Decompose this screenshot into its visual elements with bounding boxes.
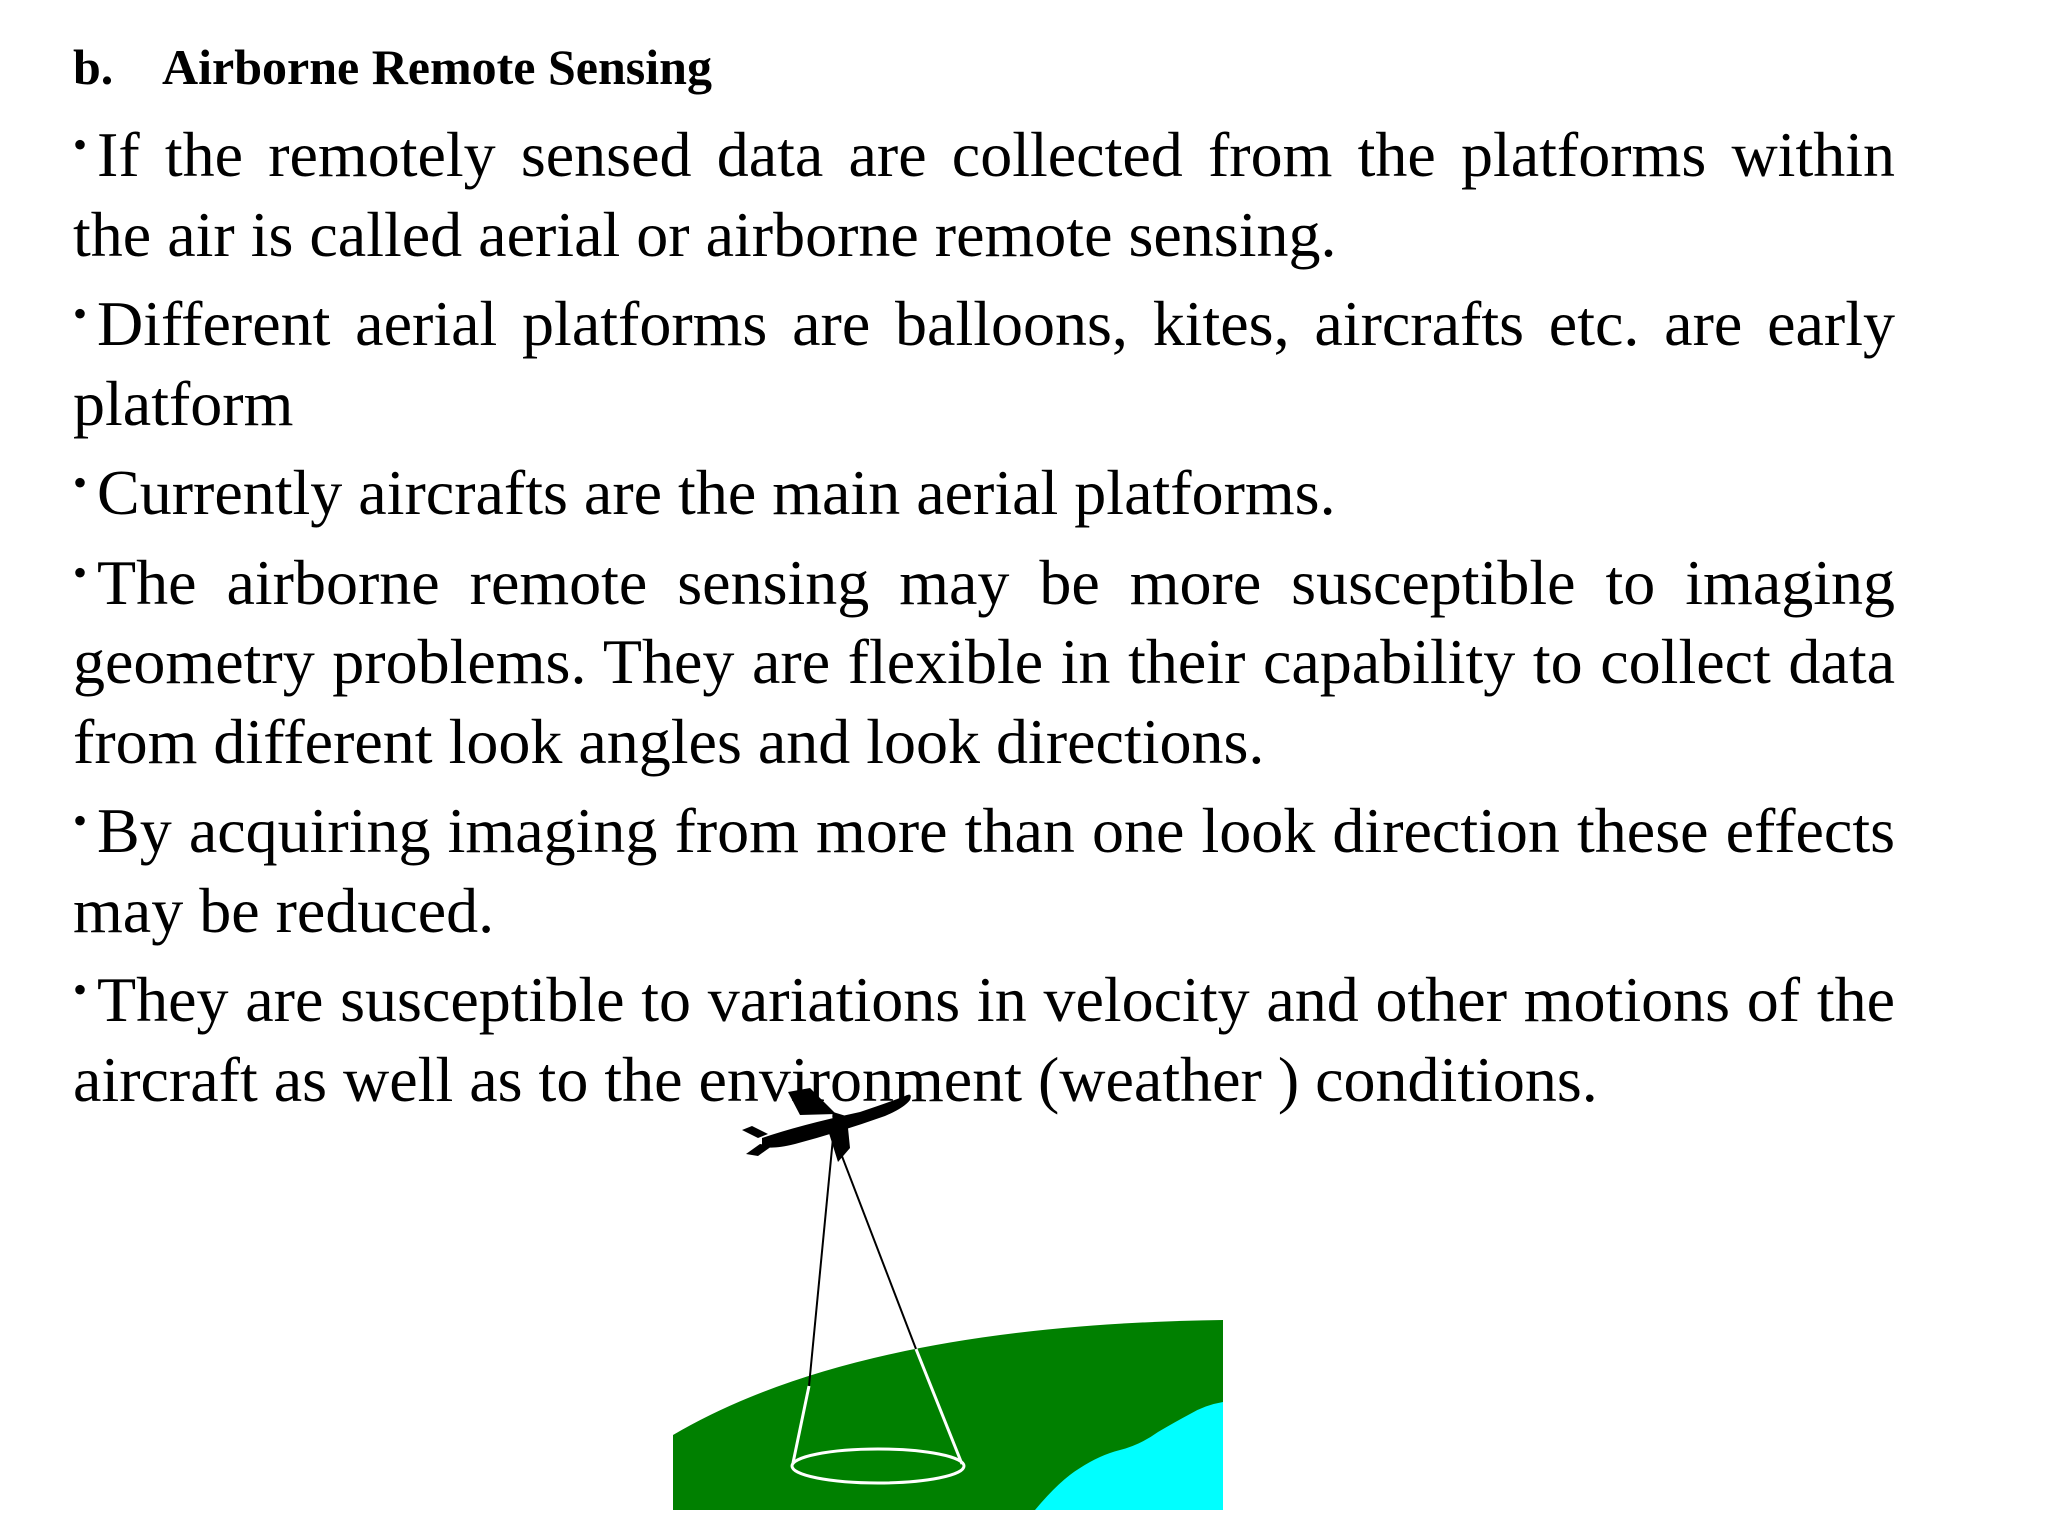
beam-right-edge-lower	[914, 1348, 964, 1465]
bullet-item: •The airborne remote sensing may be more…	[73, 533, 1895, 782]
bullet-marker: •	[73, 291, 88, 336]
section-title: Airborne Remote Sensing	[162, 39, 712, 95]
section-heading: b. Airborne Remote Sensing	[73, 34, 712, 100]
aircraft-icon	[742, 1088, 911, 1162]
aircraft-sensing-illustration	[660, 1070, 1240, 1510]
bullet-item: •Currently aircrafts are the main aerial…	[73, 443, 1895, 533]
water-area	[1035, 1402, 1223, 1510]
ground-footprint-ellipse	[790, 1447, 966, 1485]
bullet-marker: •	[73, 967, 88, 1012]
bullet-marker: •	[73, 549, 88, 595]
beam-left-edge-lower	[791, 1385, 811, 1464]
bullet-text: By acquiring imaging from more than one …	[73, 795, 1895, 946]
land-surface	[673, 1320, 1223, 1510]
bullet-marker: •	[73, 460, 88, 505]
bullet-marker: •	[73, 798, 88, 843]
bullet-marker: •	[73, 122, 88, 167]
bullet-text: They are susceptible to variations in ve…	[73, 964, 1895, 1115]
section-prefix: b.	[73, 39, 114, 95]
aircraft-sensing-svg	[673, 1088, 1223, 1510]
beam-right-edge-upper	[834, 1137, 917, 1350]
bullet-text: Currently aircrafts are the main aerial …	[97, 457, 1336, 528]
bullet-text: The airborne remote sensing may be more …	[73, 546, 1895, 777]
bullet-item: •By acquiring imaging from more than one…	[73, 781, 1895, 950]
bullet-item: •Different aerial platforms are balloons…	[73, 274, 1895, 443]
bullet-item: •They are susceptible to variations in v…	[73, 950, 1895, 1119]
bullet-item: •If the remotely sensed data are collect…	[73, 105, 1895, 274]
bullet-text: Different aerial platforms are balloons,…	[73, 288, 1895, 439]
bullet-text: If the remotely sensed data are collecte…	[73, 119, 1895, 270]
bullet-list: •If the remotely sensed data are collect…	[73, 105, 1895, 1119]
beam-left-edge-upper	[808, 1137, 834, 1387]
